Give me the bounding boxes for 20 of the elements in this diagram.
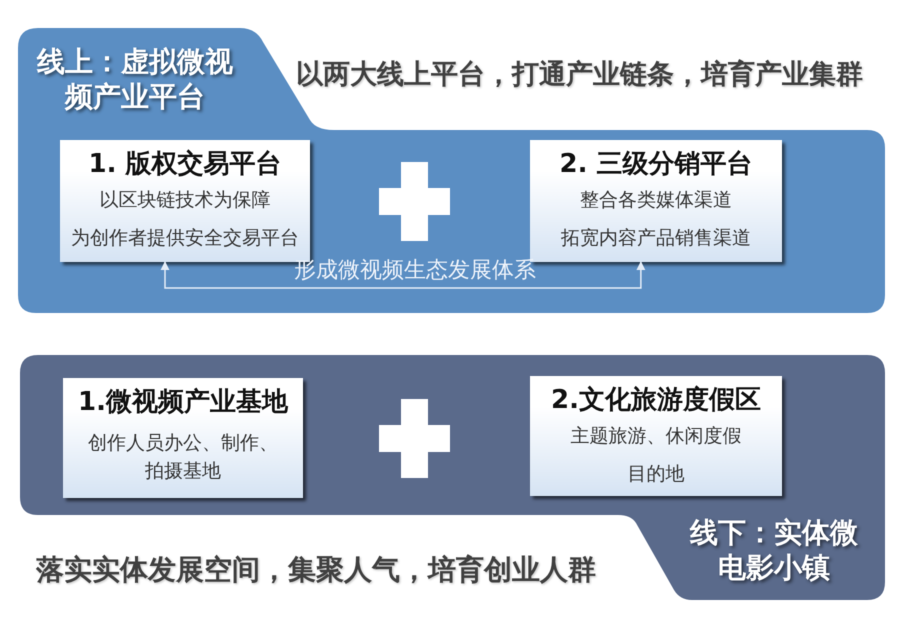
card-text: 主题旅游、休闲度假目的地 xyxy=(570,424,742,486)
card-title: 2.文化旅游度假区 xyxy=(551,384,761,416)
card-text: 拓宽内容产品销售渠道 xyxy=(561,226,751,250)
panel-title: 线下：实体微电影小镇 xyxy=(688,515,859,585)
card-title: 2. 三级分销平台 xyxy=(559,148,753,180)
card-title: 1.微视频产业基地 xyxy=(78,386,288,418)
card xyxy=(63,378,303,498)
edge-label: 形成微视频生态发展体系 xyxy=(292,258,537,284)
card-text: 为创作者提供安全交易平台 xyxy=(71,226,299,250)
panel-slogan: 落实实体发展空间，集聚人气，培育创业人群 xyxy=(36,552,596,588)
card-text: 创作人员办公、制作、拍摄基地 xyxy=(87,430,279,484)
panel-slogan: 以两大线上平台，打通产业链条，培育产业集群 xyxy=(296,58,863,92)
card-text: 整合各类媒体渠道 xyxy=(580,188,732,212)
card-text: 以区块链技术为保障 xyxy=(100,188,270,212)
card-title: 1. 版权交易平台 xyxy=(88,148,282,180)
tabbed-panel xyxy=(18,28,885,313)
card xyxy=(530,376,782,496)
panel-title: 线上：虚拟微视频产业平台 xyxy=(36,44,234,114)
double-arrow-connector xyxy=(160,261,646,289)
tabbed-panel xyxy=(20,355,885,600)
